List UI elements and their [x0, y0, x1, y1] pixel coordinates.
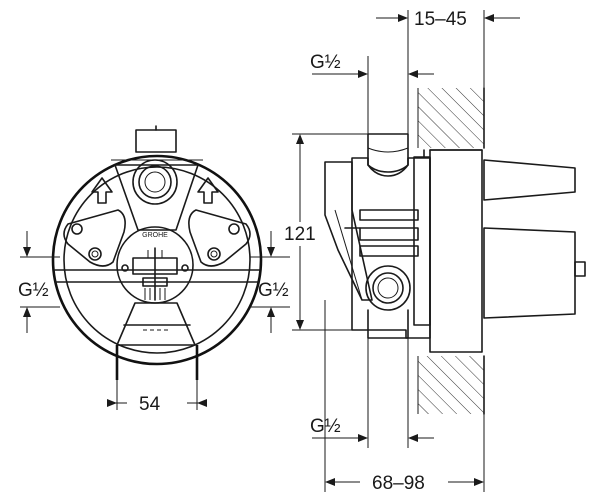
side-top-pipe: [367, 133, 409, 173]
dim-depth-bottom-text: 68–98: [372, 473, 425, 494]
side-left-plate: [324, 161, 373, 301]
dim-thread-left: G½: [18, 231, 60, 333]
front-top-port: [132, 159, 178, 205]
dim-thread-right: G½: [250, 231, 290, 333]
side-port: [365, 265, 411, 311]
front-horizontal-bar: [54, 269, 260, 283]
wall-hatch-top: [418, 88, 484, 148]
dim-thread-bottom: G½: [310, 338, 434, 448]
front-left-wing: [63, 209, 126, 267]
dim-spacing-text: 54: [139, 394, 161, 415]
side-bottom-pipe: [367, 309, 409, 339]
dim-depth-top: 15–45: [376, 9, 520, 88]
dim-depth-top-text: 15–45: [414, 9, 467, 30]
front-top-stub: [135, 129, 177, 153]
wall-hatch-bottom: [418, 356, 484, 414]
side-mount-plate: [413, 156, 431, 326]
side-view: [324, 87, 586, 415]
right-up-arrow-icon: [197, 177, 219, 204]
front-bottom-body: [116, 302, 196, 346]
dim-height-text: 121: [284, 224, 316, 245]
dim-thread-top-text: G½: [310, 52, 341, 73]
left-up-arrow-icon: [91, 177, 113, 204]
dim-thread-right-text: G½: [258, 280, 289, 301]
dim-thread-left-text: G½: [18, 280, 49, 301]
front-inner-ring: [63, 166, 251, 354]
side-cover-bottom: [483, 227, 576, 319]
front-right-wing: [188, 209, 251, 267]
side-cover-top: [483, 159, 576, 201]
front-v-body: [114, 164, 199, 231]
dim-spacing: 54: [107, 380, 207, 415]
front-view: GROHE: [51, 125, 263, 380]
dim-height: 121: [284, 133, 368, 331]
dim-depth-bottom: 68–98: [324, 300, 485, 494]
front-outer-circle: [51, 154, 263, 366]
dim-thread-top: G½: [310, 52, 434, 134]
front-brand-mark: GROHE: [142, 232, 168, 239]
